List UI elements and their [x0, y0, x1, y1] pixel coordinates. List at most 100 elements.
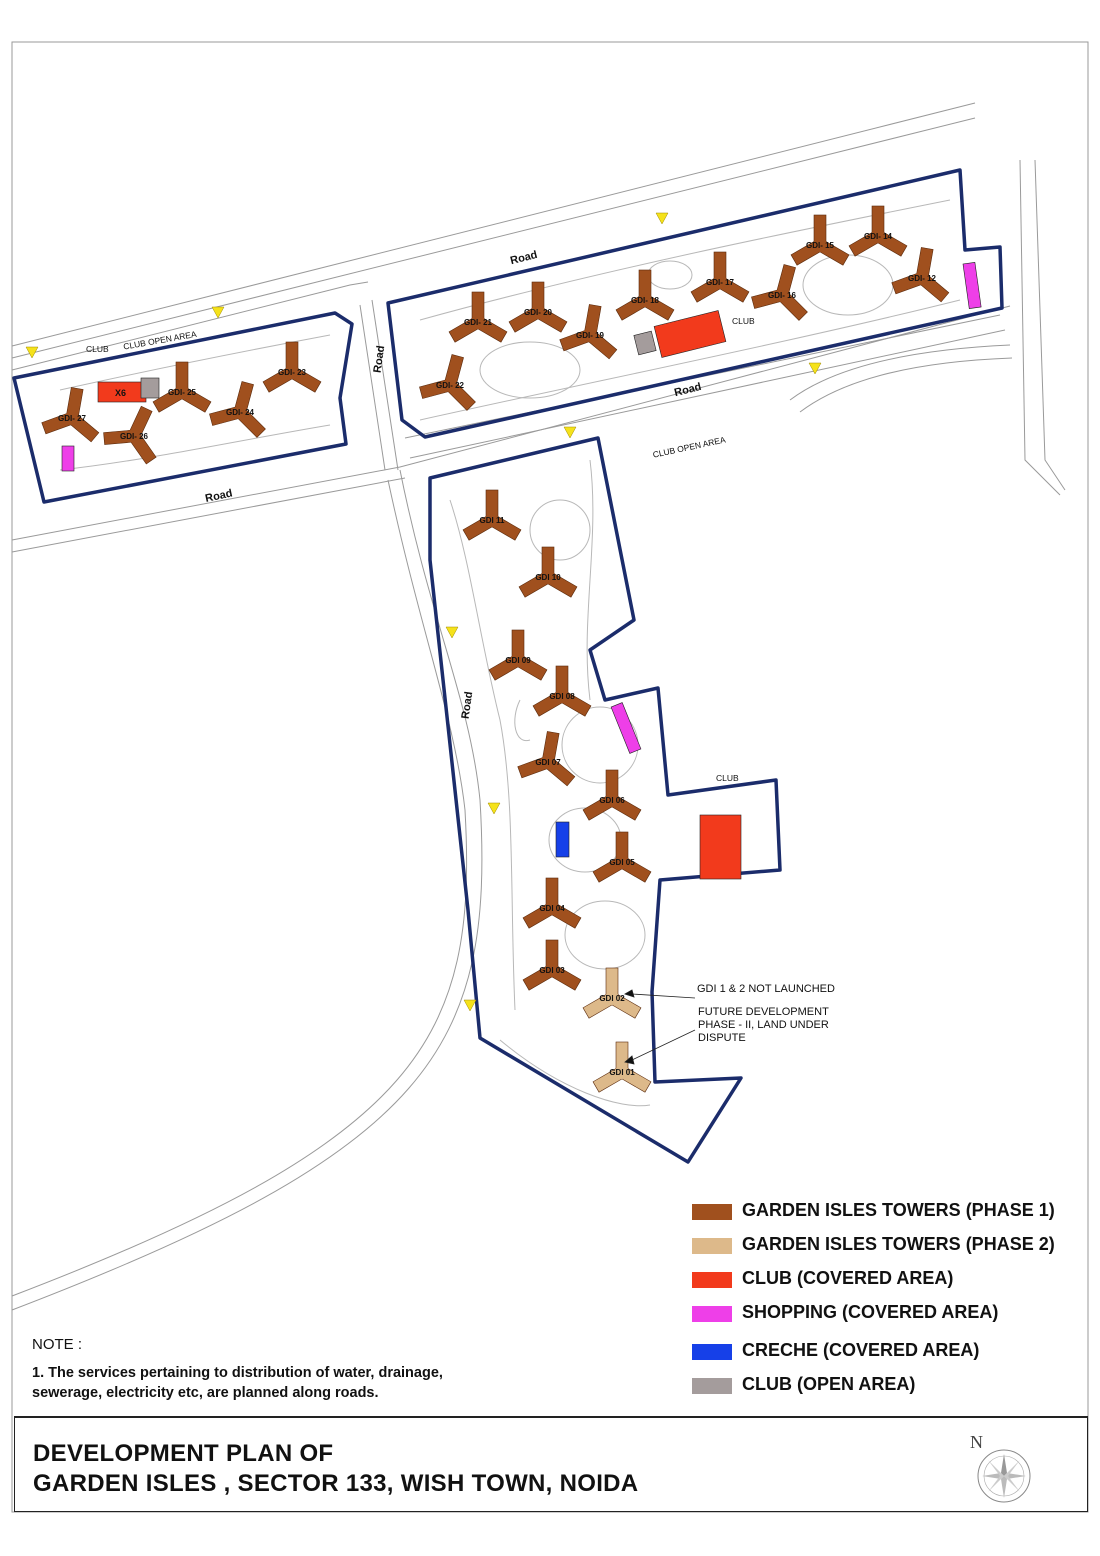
tower-phase1	[559, 304, 618, 360]
tower-phase1	[209, 381, 266, 438]
tower-phase1	[615, 269, 675, 321]
tower-label: GDI- 22	[436, 381, 465, 390]
club-open-area-north	[633, 330, 657, 356]
legend-label-club: CLUB (COVERED AREA)	[742, 1268, 954, 1288]
entry-marker-icon	[25, 346, 39, 359]
tower-phase1	[448, 291, 508, 343]
tower-phase2	[592, 1041, 652, 1093]
club-north-building	[653, 310, 727, 358]
boundary-west-block	[12, 311, 354, 504]
towers-layer	[41, 205, 950, 1093]
not-launched-note: GDI 1 & 2 NOT LAUNCHED	[697, 983, 835, 995]
tower-phase1	[262, 341, 322, 393]
legend-item-phase1: GARDEN ISLES TOWERS (PHASE 1)	[690, 1198, 1090, 1232]
title-line-2: GARDEN ISLES , SECTOR 133, WISH TOWN, NO…	[33, 1470, 639, 1497]
tower-phase1	[517, 731, 576, 787]
legend-item-phase2: GARDEN ISLES TOWERS (PHASE 2)	[690, 1232, 1090, 1266]
road-label-left-bottom: Road	[204, 487, 233, 504]
entry-marker-icon	[563, 426, 577, 439]
compass-north-label: N	[970, 1432, 983, 1452]
tower-label: GDI- 24	[226, 408, 255, 417]
tower-label: GDI- 21	[464, 318, 493, 327]
entry-marker-icon	[211, 306, 225, 319]
tower-label: GDI 10	[535, 573, 561, 582]
club-label-south: CLUB	[716, 773, 739, 783]
tower-label: GDI- 25	[168, 388, 197, 397]
future-dev-line-3: DISPUTE	[698, 1032, 746, 1044]
legend-swatch-shopping	[692, 1306, 732, 1322]
legend-label-shopping: SHOPPING (COVERED AREA)	[742, 1302, 999, 1322]
shopping-south	[610, 702, 642, 754]
tower-phase1	[518, 546, 578, 598]
road-label-top: Road	[509, 249, 539, 267]
tower-phase1	[592, 831, 652, 883]
tower-phase1	[103, 405, 157, 465]
amenities	[61, 262, 982, 880]
legend-item-club-open: CLUB (OPEN AREA)	[690, 1372, 1090, 1406]
tower-phase1	[522, 877, 582, 929]
title-line-1: DEVELOPMENT PLAN OF	[33, 1440, 334, 1467]
legend-swatch-club-open	[692, 1378, 732, 1394]
legend-label-club-open: CLUB (OPEN AREA)	[742, 1374, 916, 1394]
tower-label: GDI 05	[609, 858, 635, 867]
tower-label: GDI- 27	[58, 414, 87, 423]
tower-phase1	[41, 387, 100, 443]
entry-marker-icon	[487, 802, 501, 815]
road-label-vertical-mid: Road	[460, 691, 476, 720]
note-line-1: 1. The services pertaining to distributi…	[32, 1365, 443, 1381]
tower-phase1	[508, 281, 568, 333]
tower-label: GDI 07	[535, 758, 561, 767]
tower-label: GDI 03	[539, 966, 565, 975]
legend-label-creche: CRECHE (COVERED AREA)	[742, 1340, 980, 1360]
future-development-note: FUTURE DEVELOPMENT PHASE - II, LAND UNDE…	[698, 1006, 829, 1045]
tower-phase1	[419, 354, 476, 411]
tower-label: GDI- 14	[864, 232, 893, 241]
future-dev-line-2: PHASE - II, LAND UNDER	[698, 1019, 829, 1031]
legend-swatch-phase2	[692, 1238, 732, 1254]
club-open-area-west	[140, 377, 160, 399]
creche-building	[555, 821, 570, 858]
legend: GARDEN ISLES TOWERS (PHASE 1) GARDEN ISL…	[690, 1198, 1090, 1406]
tower-phase1	[790, 214, 850, 266]
tower-phase2	[582, 967, 642, 1019]
boundary-north-block	[386, 168, 1004, 439]
tower-label: GDI- 26	[120, 432, 149, 441]
annotation-callouts	[624, 989, 696, 1065]
legend-item-club: CLUB (COVERED AREA)	[690, 1266, 1090, 1300]
tower-label: GDI 04	[539, 904, 565, 913]
club-label-right: CLUB	[732, 316, 755, 326]
tower-label: GDI- 12	[908, 274, 937, 283]
shopping-north	[962, 262, 982, 309]
legend-item-creche: CRECHE (COVERED AREA)	[690, 1338, 1090, 1372]
legend-swatch-creche	[692, 1344, 732, 1360]
legend-swatch-phase1	[692, 1204, 732, 1220]
legend-label-phase2: GARDEN ISLES TOWERS (PHASE 2)	[742, 1234, 1055, 1254]
note-title: NOTE :	[32, 1336, 83, 1353]
title-block: DEVELOPMENT PLAN OF GARDEN ISLES , SECTO…	[14, 1416, 1088, 1512]
tower-phase1	[848, 205, 908, 257]
tower-label: GDI 08	[549, 692, 575, 701]
tower-phase1	[462, 489, 522, 541]
future-dev-line-1: FUTURE DEVELOPMENT	[698, 1006, 829, 1018]
north-compass-icon: N	[970, 1432, 1031, 1503]
tower-label: GDI- 23	[278, 368, 307, 377]
road-label-vertical-left: Road	[372, 345, 388, 374]
tower-label: GDI- 16	[768, 291, 797, 300]
internal-layout	[59, 199, 961, 1107]
club-south-building	[699, 814, 742, 880]
tower-label: GDI 02	[599, 994, 625, 1003]
shopping-west	[61, 445, 75, 472]
entry-marker-icon	[445, 626, 459, 639]
note-line-2: sewerage, electricity etc, are planned a…	[32, 1385, 379, 1401]
tower-label: GDI- 20	[524, 308, 553, 317]
x6-label: X6	[115, 388, 126, 398]
club-open-area-label-mid: CLUB OPEN AREA	[652, 434, 727, 459]
tower-label: GDI- 18	[631, 296, 660, 305]
tower-phase1	[532, 665, 592, 717]
club-label-left: CLUB	[86, 344, 109, 354]
tower-phase1	[522, 939, 582, 991]
entry-marker-icon	[463, 999, 477, 1012]
tower-phase1	[690, 251, 750, 303]
tower-phase1	[891, 247, 950, 303]
